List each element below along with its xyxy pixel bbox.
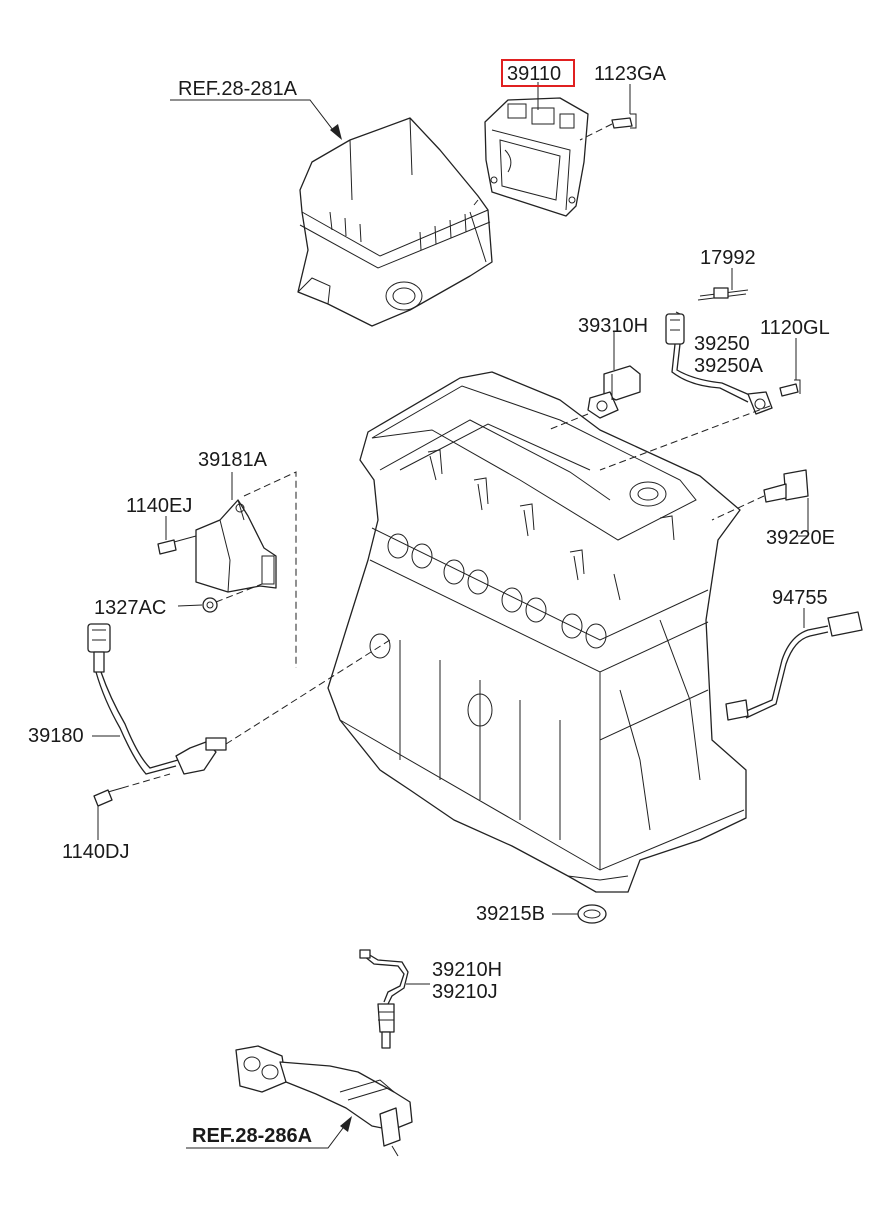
ecu-bolt-label[interactable]: 1123GA bbox=[594, 63, 667, 85]
camshaft-position-sensor bbox=[587, 365, 641, 419]
ecu-bolt bbox=[611, 113, 637, 129]
exhaust-manifold bbox=[235, 1045, 413, 1157]
temp-sensor-label[interactable]: 39220E bbox=[766, 527, 835, 549]
crank-bolt-label[interactable]: 1140DJ bbox=[62, 841, 129, 863]
ref-air-cleaner-label[interactable]: REF.28-281A bbox=[178, 78, 298, 100]
bracket-bolt-label[interactable]: 1140EJ bbox=[126, 495, 192, 517]
crankshaft-position-sensor bbox=[87, 623, 227, 775]
knock-sensor-bolt bbox=[779, 379, 801, 397]
clip-part bbox=[697, 287, 749, 301]
knock-sensor bbox=[665, 313, 773, 415]
leader-lines bbox=[92, 82, 809, 1149]
plug-label[interactable]: 39215B bbox=[476, 903, 545, 925]
ref-exhaust-label[interactable]: REF.28-286A bbox=[192, 1125, 312, 1147]
ecu-part-label[interactable]: 39110 bbox=[507, 63, 561, 85]
cam-sensor-label[interactable]: 39310H bbox=[578, 315, 648, 337]
o2-sensor-alt-label[interactable]: 39210J bbox=[432, 981, 498, 1003]
freeze-plug bbox=[577, 904, 607, 924]
bracket-nut-label[interactable]: 1327AC bbox=[94, 597, 166, 619]
air-cleaner-assembly bbox=[297, 117, 493, 327]
wiring-harness bbox=[725, 611, 863, 721]
o2-sensor-label[interactable]: 39210H bbox=[432, 959, 502, 981]
crank-sensor-bolt bbox=[93, 787, 123, 807]
bracket-bolt bbox=[157, 535, 197, 555]
engine-block bbox=[327, 371, 747, 893]
crank-sensor-label[interactable]: 39180 bbox=[28, 725, 84, 747]
harness-label[interactable]: 94755 bbox=[772, 587, 828, 609]
ecu-module bbox=[484, 97, 589, 217]
knock-sensor-label[interactable]: 39250 bbox=[694, 333, 750, 355]
sensor-bracket bbox=[195, 499, 277, 593]
coolant-temperature-sensor bbox=[763, 469, 809, 503]
knock-sensor-alt-label[interactable]: 39250A bbox=[694, 355, 764, 377]
bracket-label[interactable]: 39181A bbox=[198, 449, 268, 471]
bracket-nut bbox=[202, 597, 218, 613]
highlight-box bbox=[501, 59, 575, 87]
clip-label[interactable]: 17992 bbox=[700, 247, 756, 269]
oxygen-sensor bbox=[359, 949, 409, 1049]
knock-bolt-label[interactable]: 1120GL bbox=[760, 317, 830, 339]
